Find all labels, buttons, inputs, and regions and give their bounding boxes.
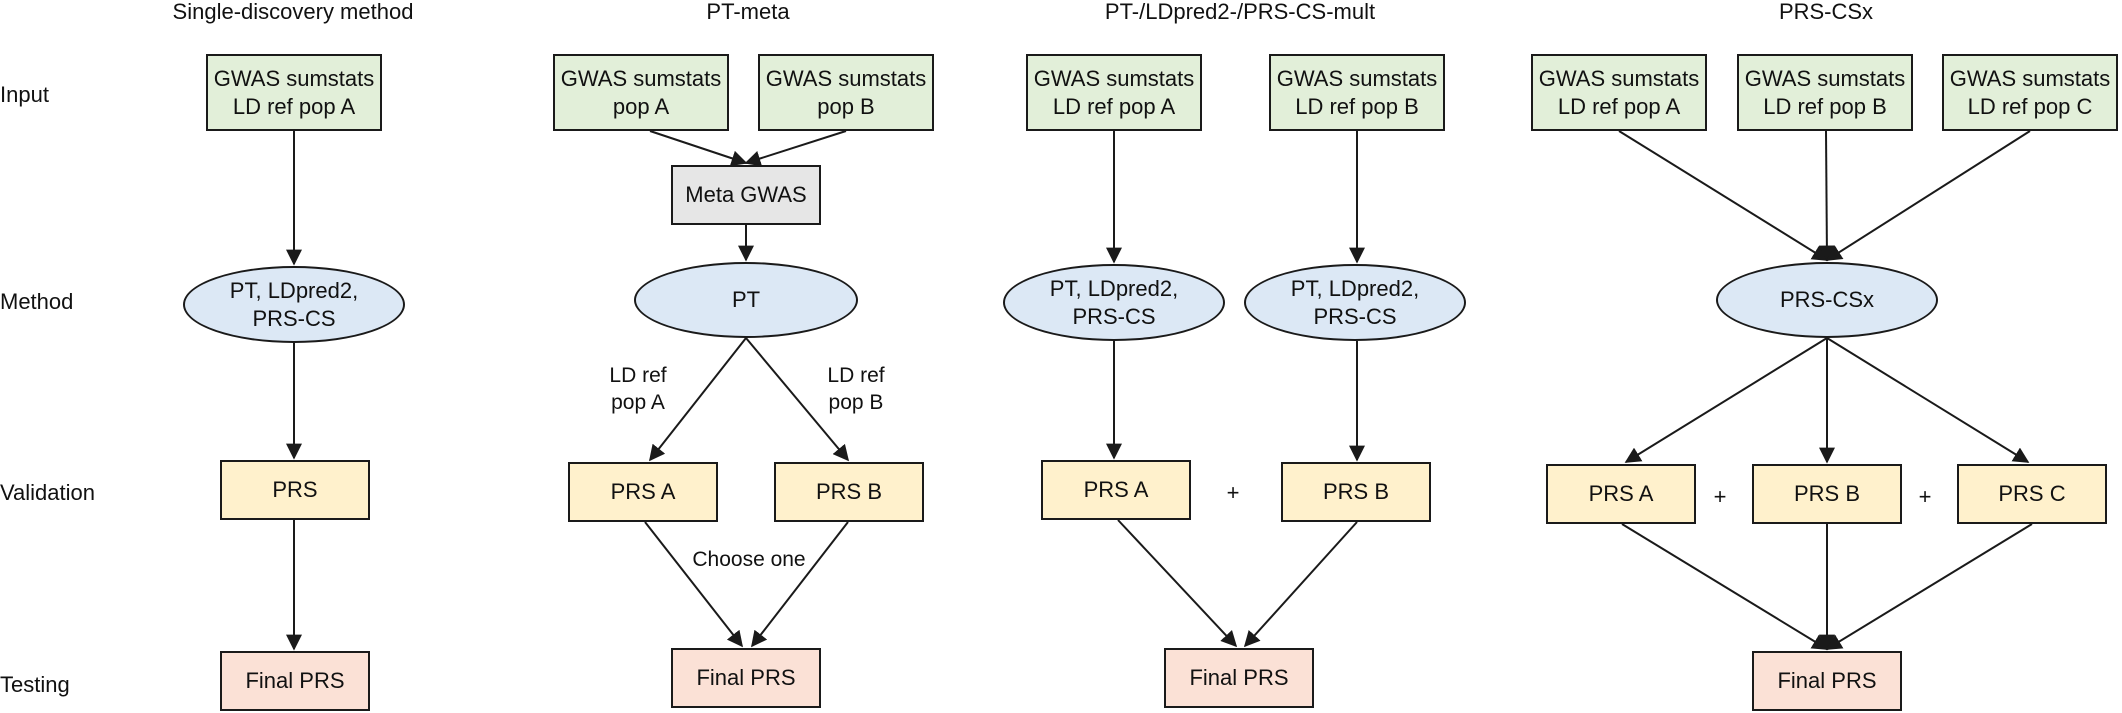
mu-input-a-box: GWAS sumstats LD ref pop A — [1026, 54, 1202, 131]
mu-prs-b-to-final-arrow — [1243, 521, 1358, 648]
cx-input-a-to-method-arrow — [1618, 130, 1829, 261]
cx-prs-b-box: PRS B — [1752, 464, 1902, 524]
row-label-testing: Testing — [0, 672, 70, 697]
row-label-validation: Validation — [0, 480, 95, 505]
sd-input-box: GWAS sumstats LD ref pop A — [206, 54, 382, 131]
pm-ld-ref-b-label: LD ref pop B — [827, 364, 885, 414]
panel-title-mult: PT-/LDpred2-/PRS-CS-mult — [1104, 0, 1376, 24]
pm-prs-a-to-final-arrow — [644, 521, 743, 648]
sd-prs-box: PRS — [220, 460, 370, 520]
pm-meta-gwas-box: Meta GWAS — [671, 165, 821, 225]
cx-prs-a-to-final-arrow — [1621, 523, 1829, 650]
cx-input-c-to-method-arrow — [1825, 130, 2031, 261]
mu-prs-b-box: PRS B — [1281, 462, 1431, 522]
cx-method-to-prs-a-arrow — [1624, 337, 1828, 463]
mu-plus-sign: + — [1226, 480, 1240, 505]
cx-input-a-box: GWAS sumstats LD ref pop A — [1531, 54, 1707, 131]
pm-input-b-to-meta-arrow — [744, 130, 847, 167]
cx-input-b-box: GWAS sumstats LD ref pop B — [1737, 54, 1913, 131]
pm-prs-a-box: PRS A — [568, 462, 718, 522]
pm-pt-to-prs-b-arrow — [745, 337, 850, 462]
mu-method-b-ellipse: PT, LDpred2, PRS-CS — [1244, 264, 1466, 341]
pm-method-ellipse: PT — [634, 262, 858, 338]
sd-final-prs-box: Final PRS — [220, 651, 370, 711]
pm-choose-one-label: Choose one — [692, 548, 806, 571]
cx-plus-sign-2: + — [1918, 484, 1932, 509]
panel-title-single-discovery: Single-discovery method — [172, 0, 414, 24]
panel-title-pt-meta: PT-meta — [706, 0, 790, 24]
mu-final-prs-box: Final PRS — [1164, 648, 1314, 708]
pm-input-a-box: GWAS sumstats pop A — [553, 54, 729, 131]
cx-prs-c-box: PRS C — [1957, 464, 2107, 524]
cx-plus-sign-1: + — [1713, 484, 1727, 509]
mu-method-a-ellipse: PT, LDpred2, PRS-CS — [1003, 264, 1225, 341]
pm-input-a-to-meta-arrow — [649, 130, 748, 167]
row-label-method: Method — [0, 289, 74, 314]
cx-final-prs-box: Final PRS — [1752, 651, 1902, 711]
cx-input-c-box: GWAS sumstats LD ref pop C — [1942, 54, 2118, 131]
cx-method-ellipse: PRS-CSx — [1716, 262, 1938, 338]
pm-prs-b-to-final-arrow — [751, 521, 849, 648]
row-label-input: Input — [0, 82, 49, 107]
sd-method-ellipse: PT, LDpred2, PRS-CS — [183, 266, 405, 343]
pm-pt-to-prs-a-arrow — [649, 337, 747, 462]
cx-method-to-prs-c-arrow — [1826, 337, 2030, 463]
mu-prs-a-box: PRS A — [1041, 460, 1191, 520]
cx-prs-c-to-final-arrow — [1825, 523, 2033, 650]
pm-input-b-box: GWAS sumstats pop B — [758, 54, 934, 131]
mu-prs-a-to-final-arrow — [1117, 519, 1238, 648]
cx-prs-a-box: PRS A — [1546, 464, 1696, 524]
pm-prs-b-box: PRS B — [774, 462, 924, 522]
mu-input-b-box: GWAS sumstats LD ref pop B — [1269, 54, 1445, 131]
panel-title-prs-csx: PRS-CSx — [1778, 0, 1874, 24]
cx-input-b-to-method-arrow — [1818, 130, 1835, 262]
pm-final-prs-box: Final PRS — [671, 648, 821, 708]
pm-ld-ref-a-label: LD ref pop A — [609, 364, 667, 414]
